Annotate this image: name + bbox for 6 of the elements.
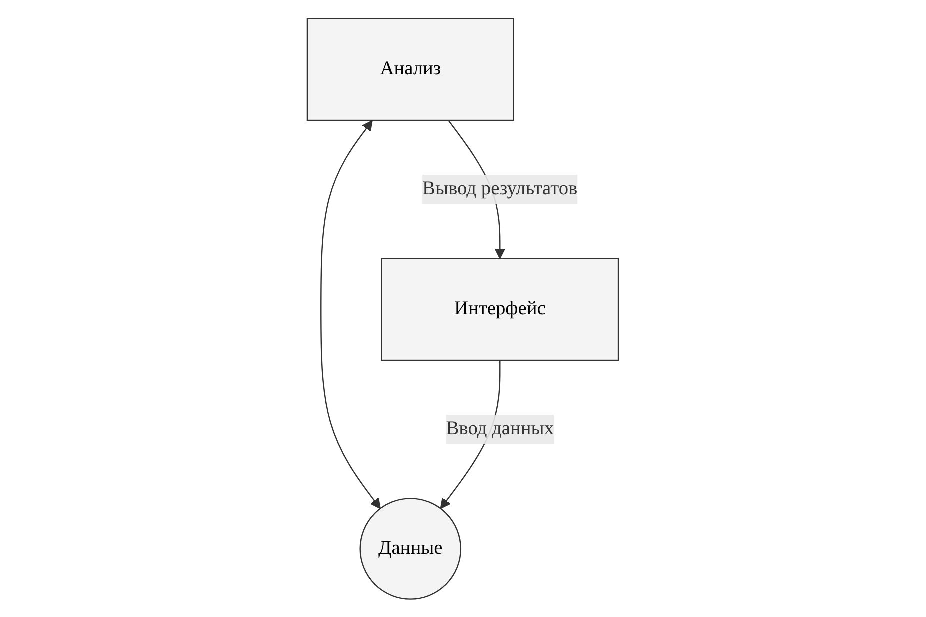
edge-label: Вывод результатов xyxy=(422,178,578,199)
edge-label: Ввод данных xyxy=(446,418,554,439)
node-box: Анализ xyxy=(306,18,514,121)
arrow xyxy=(320,120,381,509)
node-box: Интерфейс xyxy=(381,258,620,361)
node-circle: Данные xyxy=(360,498,462,600)
